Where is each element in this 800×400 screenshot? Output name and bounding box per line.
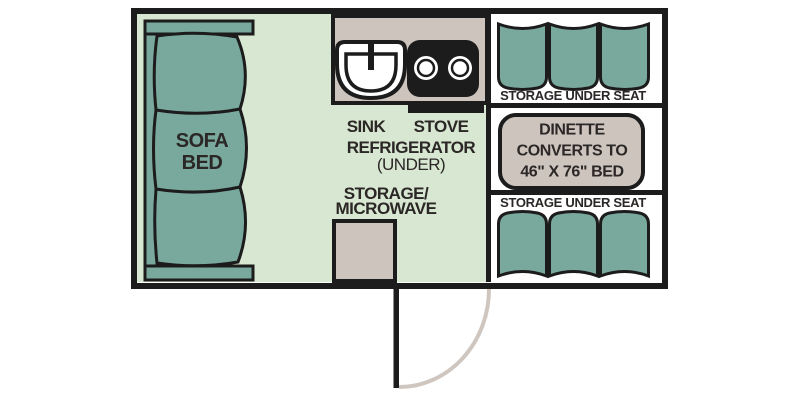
storage-under-seat-bottom-label: STORAGE UNDER SEAT [500,195,646,211]
storage-microwave-cabinet [332,219,397,283]
dinette-converts-label: DINETTE CONVERTS TO 46" X 76" BED [516,121,628,181]
dinette-seat-cushion [497,21,548,91]
stove-burner-right-ring-icon [450,58,470,78]
sofa-cushions [152,31,248,268]
dinette-seat-cushion [599,210,650,279]
sofa-bed-label: SOFA BED [175,130,229,174]
dinette-seat-cushion [497,210,548,279]
storage-microwave-label: STORAGE/ MICROWAVE [335,184,437,218]
stove-top-icon [407,40,479,97]
entry-door [393,285,399,388]
sofa-armrest-bottom [143,264,255,282]
counter-handle-bar [408,104,484,113]
dinette-divider-top [486,103,662,108]
stove-burner-left-ring-icon [416,58,436,78]
sink-label: SINK [346,117,386,137]
dinette-seat-cushion [548,21,599,91]
dinette-seat-cushion [548,210,599,279]
refrigerator-label: REFRIGERATOR [346,138,476,158]
dinette-table [498,113,645,190]
dinette-partition-wall [486,14,491,282]
camper-outer-wall [131,8,668,289]
sink-faucet-icon [368,40,374,70]
sink-basin-inner-icon [344,52,398,93]
door-swing-arc [398,288,491,389]
sofa-cushion-seam [155,185,241,194]
storage-under-seat-top-label: STORAGE UNDER SEAT [500,88,646,104]
stove-label: STOVE [413,117,469,137]
dinette-divider-bottom [486,190,662,195]
sofa-cushion-seam [155,107,241,115]
refrigerator-under-label: (UNDER) [376,155,446,175]
dinette-seat-cushion [599,21,650,91]
